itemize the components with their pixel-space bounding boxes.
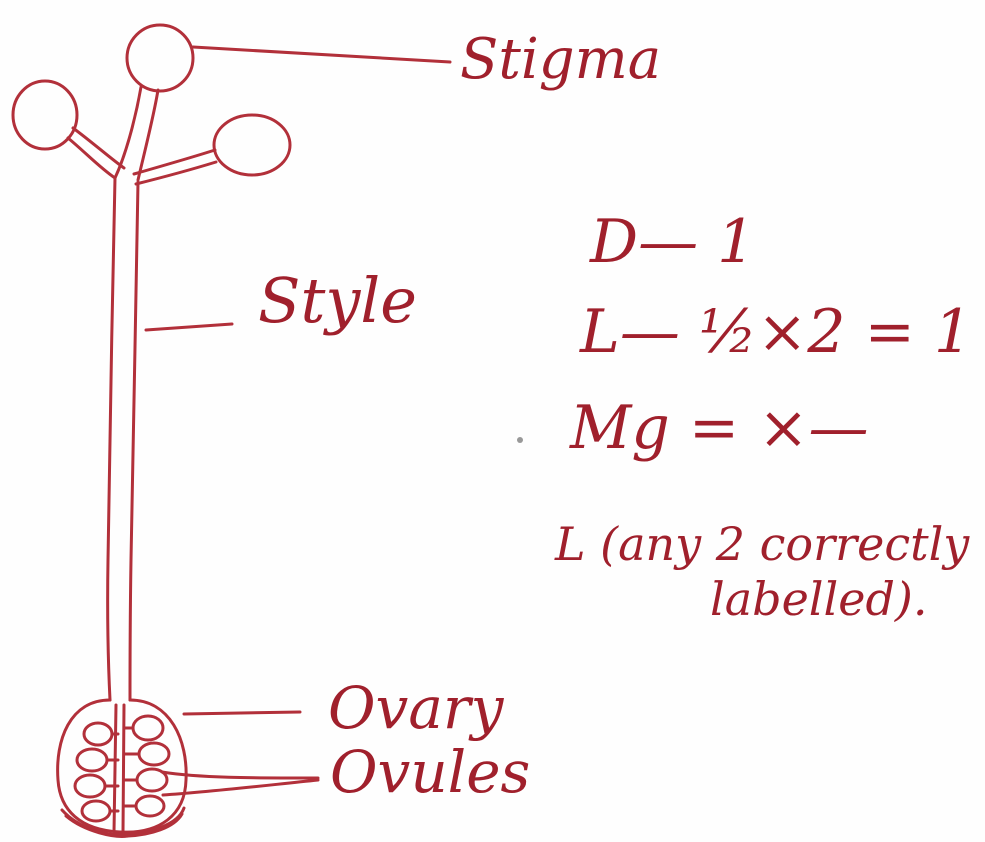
ovary-label: Ovary [328, 674, 505, 742]
ovules-label: Ovules [330, 738, 530, 806]
stigma-lobe-top [127, 25, 193, 91]
style-label: Style [258, 264, 417, 337]
mark-d: D— 1 [589, 207, 755, 277]
style-wall-right [130, 182, 138, 700]
branch-right [134, 150, 216, 184]
ovary-leader-line [184, 712, 300, 714]
ovule-right-1 [133, 716, 163, 740]
style-leader-line [146, 324, 232, 330]
branch-left [68, 128, 124, 178]
ovule-right-2 [139, 743, 169, 765]
style-tube [108, 178, 138, 700]
stigma-lobes [13, 25, 290, 175]
ovule-left-1 [84, 723, 112, 745]
style-branches [68, 87, 216, 184]
mark-l: L— ½×2 = 1 [579, 297, 972, 367]
ovule-right-4 [136, 796, 164, 816]
style-wall-left [108, 178, 115, 700]
ovule-left-4 [82, 801, 110, 821]
placenta-line [114, 705, 124, 832]
ovule-left-3 [75, 775, 105, 797]
marking-scheme: D— 1 L— ½×2 = 1 Mg = ×— L (any 2 correct… [554, 207, 972, 626]
ovary [58, 700, 187, 836]
stigma-leader-line [193, 47, 450, 62]
stigma-lobe-right [214, 115, 290, 175]
ovule-left-2 [77, 749, 107, 771]
mark-note-line2: labelled). [710, 572, 927, 626]
mark-note-line1: L (any 2 correctly [554, 517, 970, 571]
stray-dot [517, 437, 523, 443]
mark-mg: Mg = ×— [569, 393, 869, 463]
stigma-label: Stigma [460, 27, 661, 92]
